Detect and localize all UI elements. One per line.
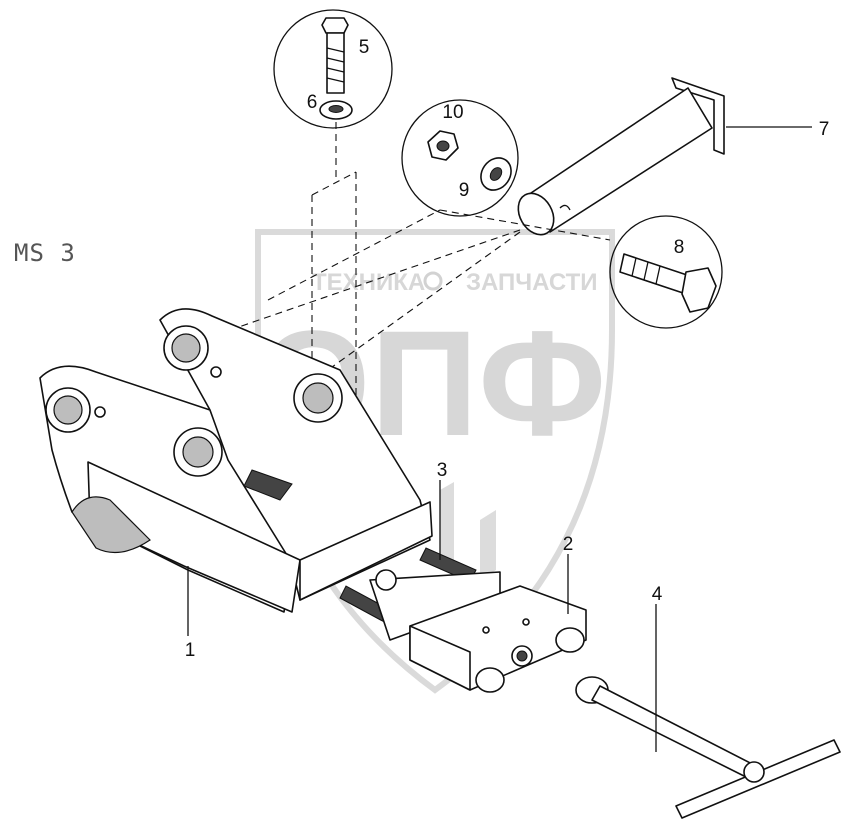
t-wrench-part-4 bbox=[575, 676, 841, 819]
callout-5: 5 bbox=[359, 37, 370, 58]
callout-4: 4 bbox=[652, 584, 663, 605]
washer-part-6 bbox=[319, 100, 353, 120]
coupler-body-part-1 bbox=[39, 308, 433, 613]
detail-circle-nut-washer bbox=[401, 99, 519, 217]
locking-block-part-2 bbox=[409, 585, 587, 693]
drawing-code: MS 3 bbox=[14, 239, 76, 267]
bolt-part-8 bbox=[619, 253, 717, 313]
pin-part-7 bbox=[517, 77, 725, 236]
nut-part-10 bbox=[427, 130, 459, 161]
watermark-text-right: ЗАПЧАСТИ bbox=[466, 269, 598, 296]
detail-circle-bolt bbox=[273, 9, 393, 129]
gear-icon bbox=[423, 271, 443, 291]
callout-1: 1 bbox=[185, 640, 196, 661]
callout-6: 6 bbox=[307, 92, 318, 113]
callout-labels: 1 2 3 4 5 6 7 8 9 10 bbox=[185, 37, 830, 661]
callout-9: 9 bbox=[459, 180, 470, 201]
detail-circle-bolt-8 bbox=[609, 215, 723, 329]
callout-8: 8 bbox=[674, 237, 685, 258]
bolt-part-5 bbox=[321, 17, 349, 94]
callout-7: 7 bbox=[819, 119, 830, 140]
leader-lines bbox=[187, 126, 812, 752]
callout-3: 3 bbox=[437, 460, 448, 481]
callout-2: 2 bbox=[563, 534, 574, 555]
callout-10: 10 bbox=[442, 102, 463, 123]
washer-part-9 bbox=[480, 157, 512, 191]
